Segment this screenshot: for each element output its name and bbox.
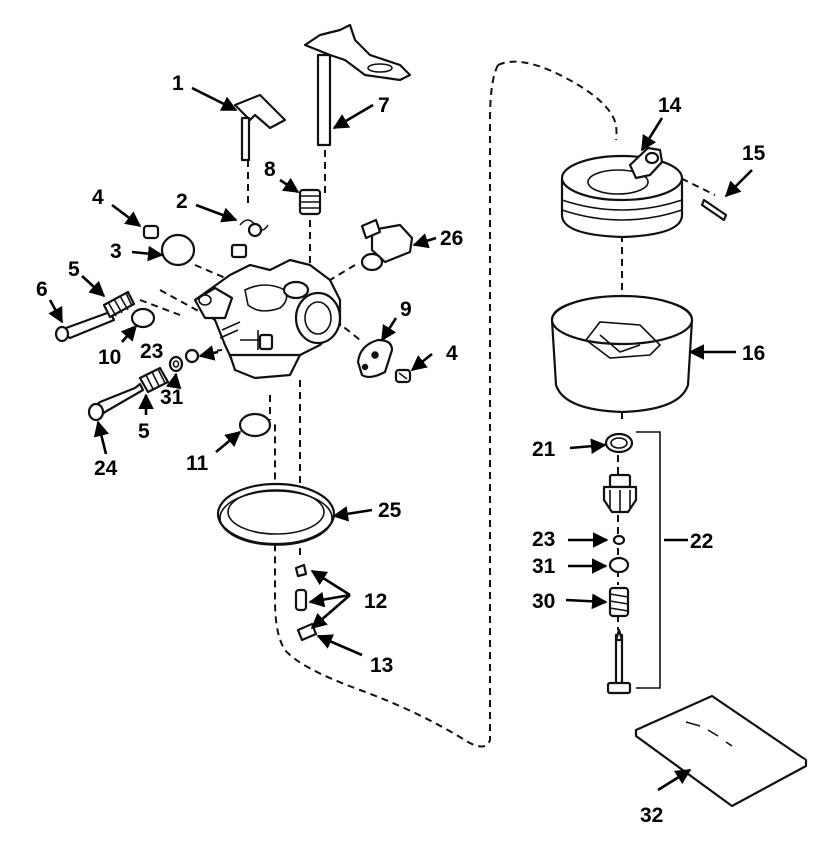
- bracket-22: [636, 431, 661, 689]
- callout-23b: 23: [532, 528, 555, 551]
- part-washer-10: [130, 307, 156, 329]
- part-spring-8: [298, 188, 322, 216]
- callout-7: 7: [378, 94, 390, 117]
- callout-21: 21: [532, 438, 556, 461]
- part-oring-21: [604, 432, 634, 454]
- part-main-jet-needle: [606, 628, 632, 695]
- part-throttle-shaft: [233, 93, 287, 162]
- callout-9: 9: [400, 298, 412, 321]
- part-spring-2: [239, 219, 269, 238]
- part-fitting-12b: [294, 588, 308, 612]
- part-fitting-nut: [602, 473, 638, 514]
- part-fuel-fitting: [360, 218, 414, 272]
- part-gasket-kit-32: [634, 694, 808, 808]
- callout-8: 8: [264, 158, 276, 181]
- part-float-bowl: [550, 294, 694, 414]
- callout-2: 2: [176, 190, 188, 213]
- callout-12: 12: [364, 590, 387, 613]
- callout-4a: 4: [92, 186, 104, 209]
- callout-25: 25: [378, 499, 402, 522]
- part-washer-31a: [168, 355, 184, 373]
- callout-14: 14: [658, 94, 682, 117]
- part-float-bowl-top: [560, 146, 684, 239]
- leader-lines: [48, 86, 753, 792]
- callout-30: 30: [532, 590, 555, 613]
- callout-1: 1: [172, 72, 184, 95]
- callout-26: 26: [440, 227, 463, 250]
- callout-5a: 5: [68, 258, 80, 281]
- callout-23a: 23: [140, 340, 163, 363]
- callout-11: 11: [186, 452, 209, 475]
- assembly-dashed-lines: [139, 60, 716, 748]
- callout-32: 32: [640, 804, 663, 827]
- part-carburetor-body: [193, 243, 342, 380]
- part-spring-30: [608, 586, 630, 618]
- callout-4b: 4: [446, 342, 458, 365]
- part-oring-23a: [184, 348, 200, 364]
- callouts: 1 2 3 4 4 5 5 6 7 8 9 10 11 12 13 14 15 …: [36, 72, 766, 827]
- part-washer-31b: [608, 556, 630, 574]
- part-oring-23b: [612, 534, 626, 546]
- callout-10: 10: [98, 346, 121, 369]
- callout-15: 15: [742, 142, 766, 165]
- part-choke-shaft: [303, 23, 412, 147]
- part-fitting-12a: [294, 563, 308, 578]
- part-pin-15: [700, 198, 728, 222]
- part-disc-11: [238, 412, 272, 438]
- callout-13: 13: [370, 654, 393, 677]
- callout-22: 22: [690, 530, 713, 553]
- part-needle-24: [87, 382, 145, 422]
- callout-5b: 5: [138, 420, 150, 443]
- part-idle-screw: [54, 310, 116, 343]
- callout-31b: 31: [532, 555, 556, 578]
- callout-6: 6: [36, 278, 48, 301]
- part-screw-4b: [394, 368, 412, 384]
- callout-31a: 31: [160, 386, 184, 409]
- callout-24: 24: [94, 457, 118, 480]
- part-throttle-plate: [160, 233, 196, 267]
- part-cover-plate-9: [356, 338, 394, 379]
- callout-16: 16: [742, 342, 765, 365]
- part-gasket-25: [216, 482, 336, 546]
- part-spring-5a: [102, 290, 136, 319]
- callout-3: 3: [110, 240, 122, 263]
- part-screw-4a: [142, 224, 160, 240]
